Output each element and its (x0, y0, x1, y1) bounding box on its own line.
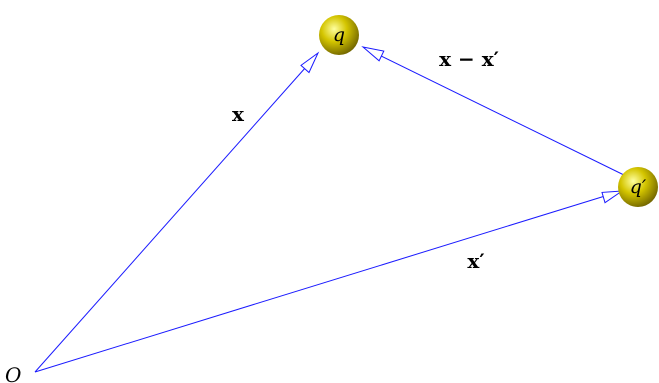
vector-x-prime-arrowhead (601, 190, 624, 204)
vector-x-arrowhead (300, 51, 320, 74)
vector-x-line (34, 66, 307, 373)
charge-q-label: q (333, 24, 345, 46)
charge-q-prime: q′ (618, 167, 658, 207)
charge-q: q (319, 15, 359, 55)
charge-q-sphere (319, 15, 359, 55)
vector-x-minus-x-prime-arrowhead (361, 46, 385, 62)
origin-label: O (5, 363, 21, 383)
vector-x-minus-x-prime-line (372, 51, 627, 177)
charge-q-prime-label: q′ (630, 176, 647, 198)
charge-q-prime-sphere (618, 167, 658, 207)
vector-x-prime-line (34, 195, 606, 373)
vector-x-prime-label: x′ (467, 249, 484, 273)
vector-x-minus-x-prime-label: x − x′ (439, 47, 499, 71)
vector-x-label: x (232, 102, 245, 126)
